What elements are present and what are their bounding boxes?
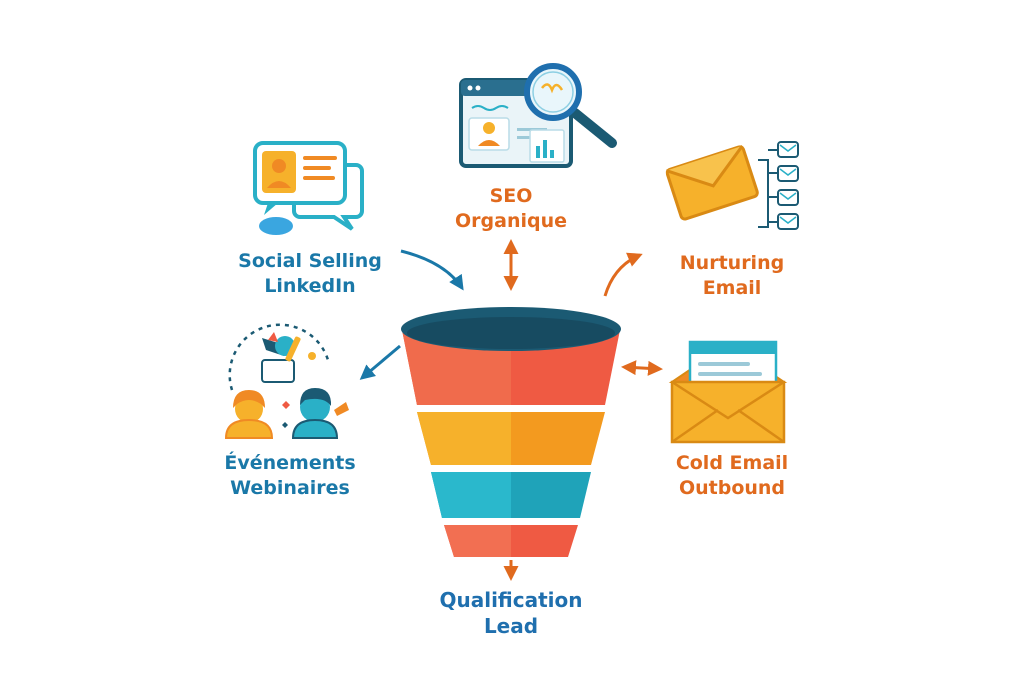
arrow-funnel-to-nurturing: [603, 252, 643, 297]
label-nurturing-line2: Email: [702, 277, 762, 299]
label-social-selling: Social Selling LinkedIn: [220, 249, 400, 299]
label-events-line1: Événements: [224, 452, 356, 474]
label-nurturing: Nurturing Email: [662, 251, 802, 301]
label-cold-line2: Outbound: [678, 477, 786, 499]
label-lead-line2: Lead: [483, 614, 539, 638]
browser-magnifier-icon: [459, 63, 617, 168]
label-social-line2: LinkedIn: [264, 275, 356, 297]
arrow-social-to-funnel: [400, 249, 464, 291]
label-events-line2: Webinaires: [230, 477, 350, 499]
label-nurturing-line1: Nurturing: [679, 252, 785, 274]
label-social-line1: Social Selling: [238, 250, 382, 272]
label-seo: SEO Organique: [446, 184, 576, 234]
label-qualification-lead: Qualification Lead: [426, 587, 596, 639]
people-event-icon: [224, 323, 349, 439]
arrow-funnel-cold: [621, 360, 663, 376]
sales-funnel-icon: [401, 307, 621, 557]
label-lead-line1: Qualification: [439, 588, 583, 612]
label-cold-email: Cold Email Outbound: [662, 451, 802, 501]
label-events: Événements Webinaires: [210, 451, 370, 501]
label-cold-line1: Cold Email: [675, 452, 789, 474]
arrow-funnel-to-events: [359, 344, 401, 380]
label-seo-line1: SEO: [489, 185, 533, 207]
email-sequence-icon: [665, 141, 799, 230]
chat-bubbles-icon: [253, 141, 364, 235]
label-seo-line2: Organique: [455, 210, 567, 232]
open-envelope-icon: [668, 340, 788, 444]
